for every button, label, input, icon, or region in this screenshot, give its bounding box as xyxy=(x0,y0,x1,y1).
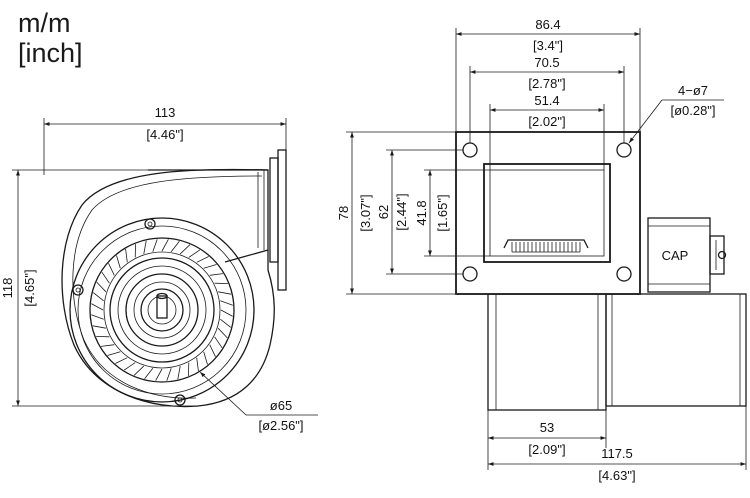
outlet-opening xyxy=(483,163,611,263)
impeller-blade xyxy=(214,336,223,349)
unit-legend: m/m [inch] xyxy=(18,8,83,68)
side-impeller-outer xyxy=(89,237,235,383)
impeller-blade xyxy=(179,244,191,255)
hole-pitch-h-in-label: [2.44"] xyxy=(394,193,409,230)
side-inlet-flange xyxy=(69,217,255,403)
side-impeller-blades xyxy=(91,239,233,381)
impeller-blade xyxy=(203,351,208,365)
front-motor xyxy=(605,293,747,407)
impeller-blade xyxy=(209,273,224,276)
impeller-blade xyxy=(92,325,106,329)
flange-width-mm-label: 86.4 xyxy=(535,17,560,32)
flange-height-mm-label: 78 xyxy=(336,206,351,220)
flange-height-in-label: [3.07"] xyxy=(358,194,373,231)
impeller-blade xyxy=(188,249,201,258)
hole-pitch-h-mm-label: 62 xyxy=(376,205,391,219)
impeller-blade xyxy=(203,264,217,269)
holes-dia-in-label: [ø0.28"] xyxy=(670,103,715,118)
side-screw-hole-top xyxy=(144,218,156,230)
inlet-dia-mm-label: ø65 xyxy=(270,398,292,413)
capacitor-label: CAP xyxy=(662,248,689,263)
impeller-blade xyxy=(166,368,172,381)
impeller-blade xyxy=(144,368,154,380)
holes-count-label: 4−ø7 xyxy=(678,83,708,98)
impeller-blade xyxy=(218,291,232,295)
side-height-mm-label: 118 xyxy=(0,278,15,299)
hole-pitch-w-in-label: [2.78"] xyxy=(528,76,565,91)
front-view: CAP 86.4 [3.4"] 70.5 [2.78"] 51 xyxy=(336,17,747,483)
impeller-blade xyxy=(196,357,199,372)
impeller-blade xyxy=(143,240,147,254)
impeller-blade xyxy=(91,303,104,311)
housing-w-in-label: [2.09"] xyxy=(528,442,565,457)
total-len-in-label: [4.63"] xyxy=(598,468,635,483)
side-impeller-hub-rings xyxy=(109,257,215,363)
impeller-blade xyxy=(217,327,228,339)
impeller-blade xyxy=(125,248,128,263)
outlet-h-in-label: [1.65"] xyxy=(435,194,450,231)
side-outlet-duct xyxy=(148,149,287,291)
impeller-blade xyxy=(220,300,233,306)
impeller-blade xyxy=(91,314,104,320)
impeller-blade xyxy=(116,255,121,269)
outlet-w-mm-label: 51.4 xyxy=(534,93,559,108)
impeller-blade xyxy=(196,256,209,263)
side-scroll-housing xyxy=(61,168,275,408)
side-screw-hole-bottom xyxy=(174,394,186,406)
unit-inch-label: [inch] xyxy=(18,38,83,68)
outlet-impeller-edge xyxy=(503,239,589,249)
unit-mm-label: m/m xyxy=(18,8,71,38)
flange-width-in-label: [3.4"] xyxy=(533,38,563,53)
inlet-dia-in-label: [ø2.56"] xyxy=(258,418,303,433)
side-screw-hole-left xyxy=(72,284,84,296)
impeller-blade xyxy=(170,240,180,252)
outlet-w-in-label: [2.02"] xyxy=(528,114,565,129)
total-len-mm-label: 117.5 xyxy=(601,446,633,461)
side-view: 113 [4.46"] 118 [4.65"] ø65 [ø2.56"] xyxy=(0,105,318,433)
housing-w-mm-label: 53 xyxy=(540,420,554,435)
front-housing xyxy=(487,293,607,411)
impeller-blade xyxy=(177,366,181,380)
impeller-blade xyxy=(133,365,145,376)
hole-pitch-w-mm-label: 70.5 xyxy=(534,55,559,70)
impeller-blade xyxy=(92,292,104,302)
outlet-blade-ticks xyxy=(511,242,581,252)
impeller-blade xyxy=(209,344,216,357)
side-width-in-label: [4.46"] xyxy=(146,127,183,142)
impeller-blade xyxy=(220,309,233,317)
impeller-blade xyxy=(155,368,163,381)
side-height-in-label: [4.65"] xyxy=(22,269,37,306)
side-shaft xyxy=(156,295,168,319)
impeller-blade xyxy=(107,351,121,356)
impeller-blade xyxy=(108,263,115,276)
impeller-blade xyxy=(115,357,128,364)
flange-hole-br xyxy=(616,266,632,282)
impeller-blade xyxy=(123,362,136,371)
impeller-blade xyxy=(220,318,232,328)
impeller-blade xyxy=(100,344,115,347)
side-width-mm-label: 113 xyxy=(155,105,176,120)
outlet-h-mm-label: 41.8 xyxy=(414,200,429,225)
impeller-blade xyxy=(152,239,158,252)
impeller-blade xyxy=(101,271,110,284)
impeller-blade xyxy=(96,281,107,293)
impeller-blade xyxy=(161,239,169,252)
